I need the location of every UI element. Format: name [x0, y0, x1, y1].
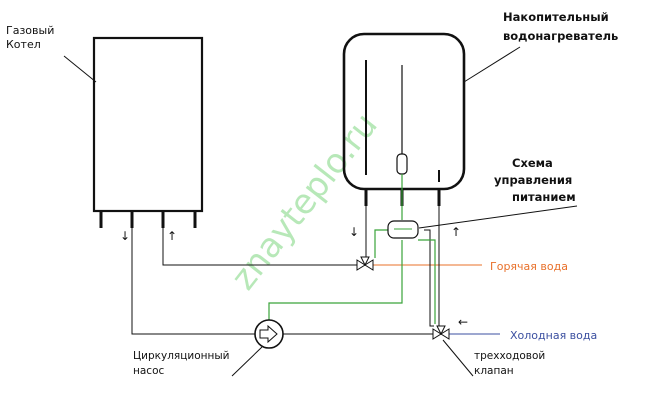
- heater-thermostat: [396, 153, 408, 175]
- watermark: znayteplo.ru: [224, 106, 386, 298]
- leader-control: [418, 205, 578, 229]
- label-hot-water: Горячая вода: [490, 260, 568, 273]
- label-valve-line2: клапан: [474, 365, 514, 377]
- pump-arrow-icon: [259, 324, 278, 344]
- label-pump-line2: насос: [133, 365, 164, 377]
- control-wire-hot-valve: [374, 229, 388, 258]
- label-control-line1: Схема: [512, 156, 553, 170]
- flow-arrow-cold-in: ←: [458, 315, 468, 329]
- three-way-valve-hot-top: [360, 256, 370, 267]
- storage-water-heater: [342, 32, 466, 191]
- flow-arrow-heater-in: ↑: [451, 225, 461, 239]
- leader-valve: [442, 339, 474, 377]
- pipe-boiler-return: [131, 228, 255, 335]
- label-cold-water: Холодная вода: [510, 329, 597, 342]
- control-wire-cold-valve: [418, 239, 436, 324]
- label-heater-line2: водонагреватель: [503, 29, 618, 43]
- leader-pump: [231, 346, 263, 377]
- flow-arrow-boiler-in: ↑: [167, 229, 177, 243]
- three-way-valve-cold-top: [436, 325, 446, 336]
- leader-boiler: [63, 55, 97, 83]
- label-pump-line1: Циркуляционный: [133, 350, 229, 362]
- pipe-boiler-supply: [162, 228, 357, 266]
- flow-arrow-boiler-out: ↓: [120, 229, 130, 243]
- control-wire-pump: [268, 240, 403, 320]
- gas-boiler: [92, 36, 204, 213]
- label-control-line2: управления: [494, 173, 572, 187]
- label-boiler-line1: Газовый: [6, 24, 54, 37]
- label-heater-line1: Накопительный: [503, 10, 609, 24]
- pipe-valve-bypass: [424, 229, 434, 327]
- label-boiler-line2: Котел: [6, 38, 41, 51]
- flow-arrow-heater-out: ↓: [349, 225, 359, 239]
- label-valve-line1: трехходовой: [474, 350, 545, 362]
- leader-heater: [463, 46, 521, 83]
- label-control-line3: питанием: [512, 190, 576, 204]
